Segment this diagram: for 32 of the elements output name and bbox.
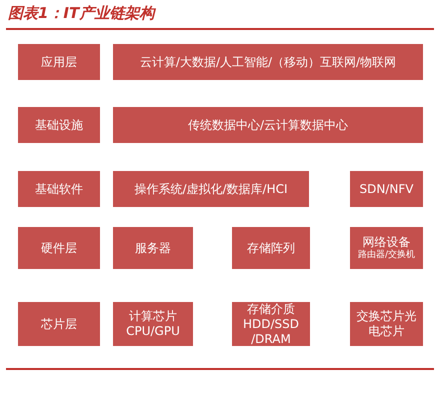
box-label: SDN/NFV xyxy=(360,182,414,196)
box-label: 存储阵列 xyxy=(247,240,295,256)
box-label: 芯片层 xyxy=(41,316,77,332)
box-label: 硬件层 xyxy=(41,240,77,256)
box-sublabel: 路由器/交换机 xyxy=(358,250,416,262)
layer-box xyxy=(18,171,100,207)
box-label: 应用层 xyxy=(41,54,77,70)
layer-box xyxy=(18,227,100,269)
box-label: 网络设备 xyxy=(362,234,410,250)
layer-box xyxy=(350,302,423,346)
box-label: 基础软件 xyxy=(35,182,83,196)
layer-box xyxy=(18,107,100,143)
layer-box xyxy=(113,302,193,346)
layer-box xyxy=(18,302,100,346)
box-label: 基础设施 xyxy=(35,118,83,132)
layer-box xyxy=(113,107,423,143)
layer-box xyxy=(113,44,423,80)
layer-box xyxy=(113,227,193,269)
box-label: 传统数据中心/云计算数据中心 xyxy=(188,118,348,132)
box-label: 服务器 xyxy=(135,240,171,256)
layer-box xyxy=(18,44,100,80)
box-label: 交换芯片光电芯片 xyxy=(356,309,418,339)
layer-box xyxy=(232,302,310,346)
layer-box xyxy=(232,227,310,269)
layer-box xyxy=(113,171,309,207)
box-label: 操作系统/虚拟化/数据库/HCI xyxy=(134,182,288,196)
box-label: 云计算/大数据/人工智能/（移动）互联网/物联网 xyxy=(140,54,396,70)
layer-box xyxy=(350,171,423,207)
chart-title: 图表1：IT产业链架构 xyxy=(8,4,154,23)
box-label: 计算芯片 CPU/GPU xyxy=(125,309,181,339)
layer-box xyxy=(350,227,423,269)
box-label: 存储介质 HDD/SSD /DRAM xyxy=(242,302,300,346)
